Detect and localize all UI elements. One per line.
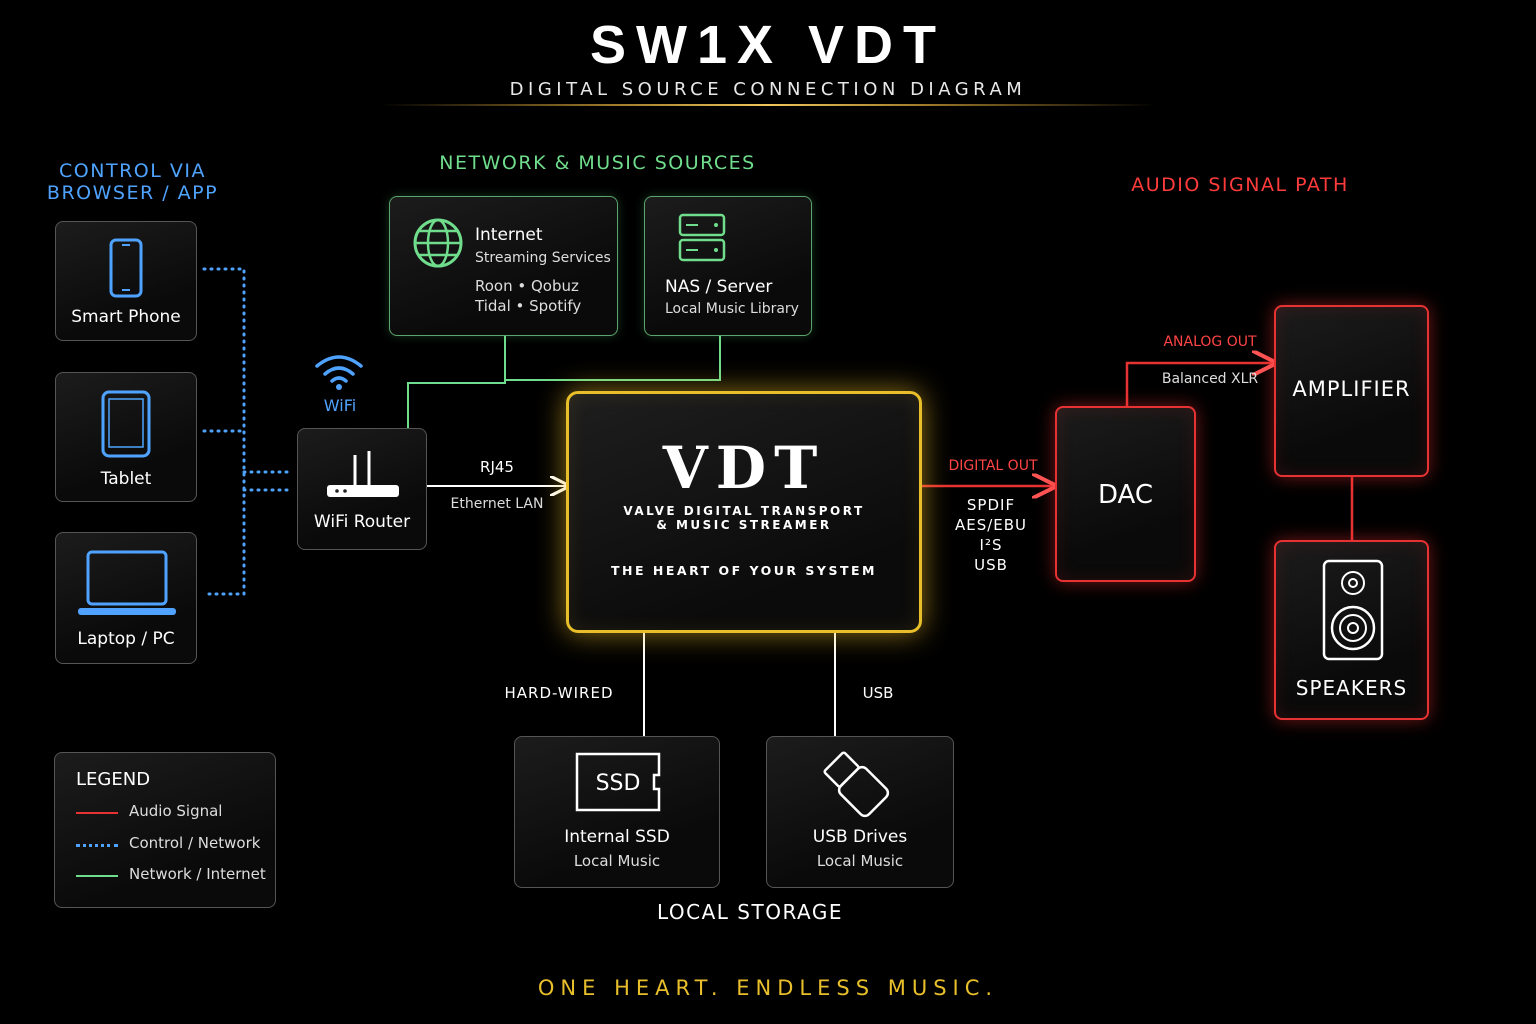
usb-drives-subtitle: Local Music (816, 852, 904, 870)
format-spdif: SPDIF (966, 496, 1016, 514)
usb-connection-label: USB (862, 684, 894, 702)
page-subtitle: DIGITAL SOURCE CONNECTION DIAGRAM (509, 79, 1027, 100)
ethernet-lan-label: Ethernet LAN (450, 496, 544, 512)
hardwired-label: HARD-WIRED (504, 684, 614, 702)
format-i2s: I²S (979, 536, 1003, 554)
control-network-lines (202, 267, 294, 596)
audio-section-heading: AUDIO SIGNAL PATH (1131, 174, 1349, 196)
page-title: SW1X VDT (589, 15, 947, 75)
vdt-tagline: THE HEART OF YOUR SYSTEM (611, 563, 877, 578)
nas-node[interactable]: NAS / Server Local Music Library (644, 196, 812, 336)
laptop-label: Laptop / PC (77, 629, 175, 649)
legend-item-audio: Audio Signal (76, 802, 276, 822)
amplifier-node[interactable]: AMPLIFIER (1274, 305, 1429, 477)
amplifier-label: AMPLIFIER (1292, 377, 1411, 401)
smartphone-icon (109, 238, 143, 298)
vdt-subtitle-line2: & MUSIC STREAMER (656, 518, 832, 532)
wifi-router-node[interactable]: WiFi Router (297, 428, 427, 550)
usb-drives-node[interactable]: USB Drives Local Music (766, 736, 954, 888)
services-line2: Tidal • Spotify (475, 297, 582, 315)
services-line1: Roon • Qobuz (475, 277, 579, 295)
legend-audio-swatch (76, 812, 118, 814)
globe-icon (413, 218, 463, 268)
tablet-node[interactable]: Tablet (55, 372, 197, 502)
footer-tagline: ONE HEART. ENDLESS MUSIC. (537, 976, 999, 1000)
smartphone-label: Smart Phone (71, 307, 181, 327)
dac-node[interactable]: DAC (1055, 406, 1196, 582)
vdt-node[interactable]: VDT VALVE DIGITAL TRANSPORT & MUSIC STRE… (566, 391, 922, 633)
laptop-node[interactable]: Laptop / PC (55, 532, 197, 664)
ssd-title: Internal SSD (564, 827, 670, 847)
analog-out-label: ANALOG OUT (1163, 334, 1257, 350)
wifi-icon (315, 355, 363, 390)
format-usb: USB (974, 556, 1008, 574)
smartphone-node[interactable]: Smart Phone (55, 221, 197, 341)
control-section-heading: CONTROL VIA BROWSER / APP (40, 160, 225, 204)
control-heading-line2: BROWSER / APP (46, 182, 219, 204)
internet-node[interactable]: Internet Streaming Services Roon • Qobuz… (389, 196, 618, 336)
usb-drives-title: USB Drives (812, 827, 908, 847)
legend-network-swatch (76, 875, 118, 877)
ssd-icon-text: SSD (595, 771, 641, 796)
tablet-icon (101, 390, 151, 458)
vdt-subtitle-line1: VALVE DIGITAL TRANSPORT (623, 504, 865, 518)
nas-title: NAS / Server (665, 277, 773, 297)
legend-item-network: Network / Internet (76, 865, 276, 885)
router-label: WiFi Router (313, 512, 411, 532)
nas-subtitle: Local Music Library (665, 301, 799, 317)
format-aes-ebu: AES/EBU (954, 516, 1028, 534)
legend: LEGEND Audio Signal Control / Network Ne… (54, 752, 276, 908)
speakers-node[interactable]: SPEAKERS (1274, 540, 1429, 720)
ssd-icon (575, 752, 661, 812)
legend-network-label: Network / Internet (129, 865, 266, 883)
internet-title: Internet (475, 225, 543, 245)
ssd-subtitle: Local Music (573, 852, 661, 870)
dac-label: DAC (1097, 480, 1154, 510)
legend-title: LEGEND (76, 769, 151, 790)
ssd-node[interactable]: SSD Internal SSD Local Music (514, 736, 720, 888)
wifi-label: WiFi (323, 396, 357, 415)
usb-drive-icon (823, 751, 890, 818)
control-heading-line1: CONTROL VIA (59, 160, 206, 182)
legend-item-control: Control / Network (76, 834, 276, 854)
storage-section-heading: LOCAL STORAGE (656, 900, 844, 924)
legend-control-label: Control / Network (129, 834, 261, 852)
tablet-label: Tablet (100, 469, 152, 489)
balanced-xlr-label: Balanced XLR (1161, 371, 1259, 387)
router-icon (327, 451, 399, 497)
laptop-icon (78, 550, 176, 615)
digital-out-label: DIGITAL OUT (948, 458, 1038, 474)
speakers-label: SPEAKERS (1295, 676, 1408, 700)
vdt-title: VDT (662, 434, 826, 502)
legend-control-swatch (76, 844, 118, 847)
title-divider (380, 104, 1156, 106)
network-section-heading: NETWORK & MUSIC SOURCES (439, 152, 756, 174)
speaker-icon (1322, 559, 1384, 661)
rj45-label: RJ45 (480, 458, 514, 476)
digital-formats: SPDIF AES/EBU I²S USB (941, 495, 1041, 575)
internet-subtitle: Streaming Services (475, 250, 611, 266)
legend-audio-label: Audio Signal (129, 802, 223, 820)
server-icon (678, 213, 726, 262)
